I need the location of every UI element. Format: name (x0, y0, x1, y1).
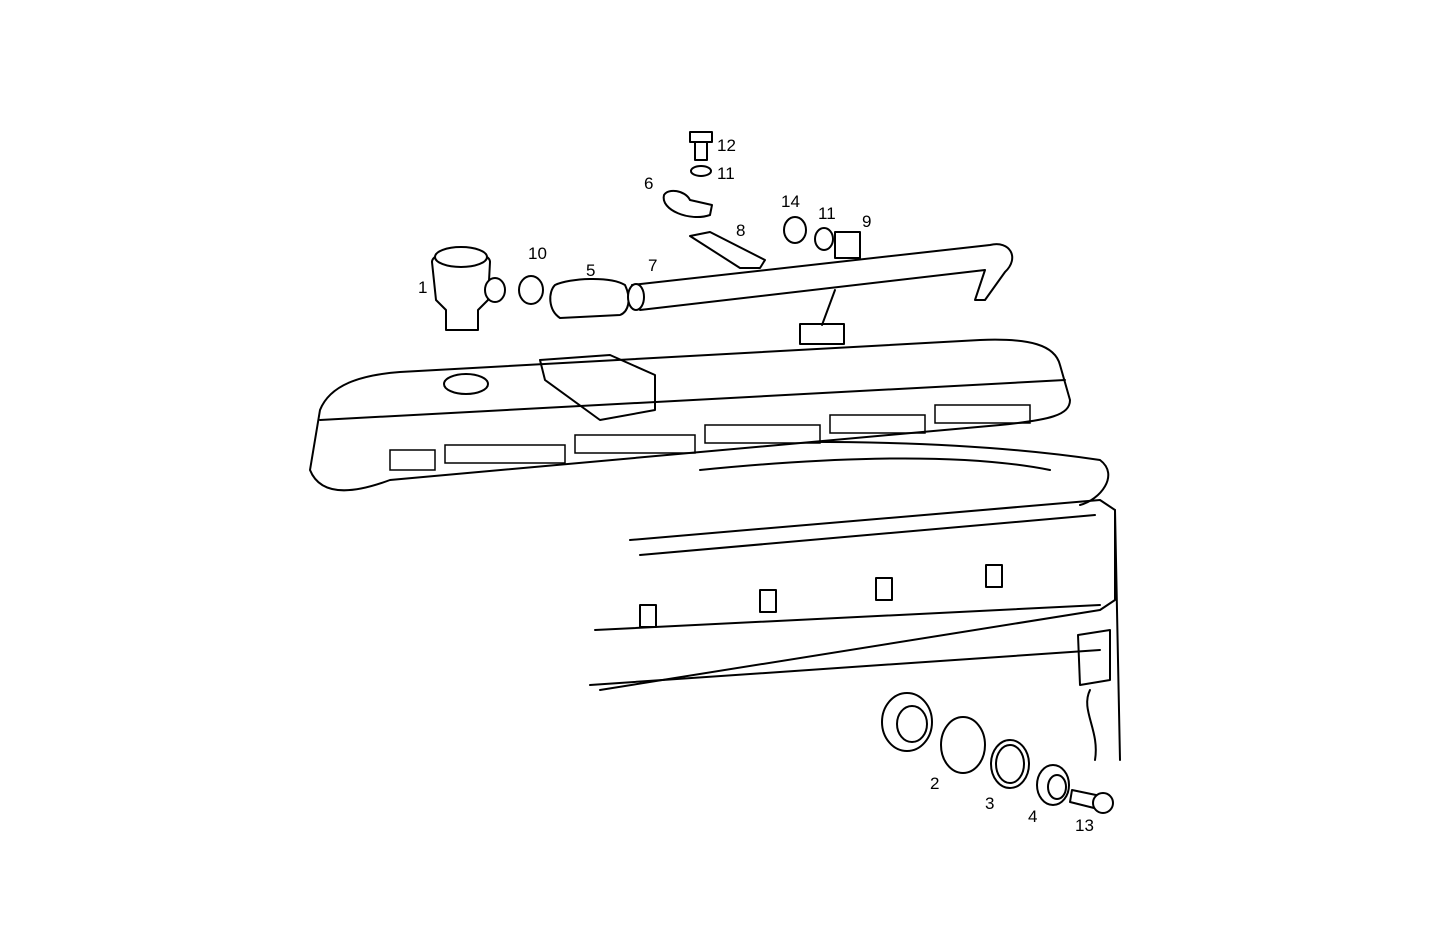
callout-9: 9 (862, 212, 872, 231)
callout-4: 4 (1028, 807, 1038, 826)
callout-14: 14 (781, 192, 800, 211)
bolt-12 (689, 131, 713, 161)
ring-3 (990, 739, 1030, 789)
callout-6: 6 (644, 174, 654, 193)
callout-12: 12 (717, 136, 736, 155)
seal-ring (881, 692, 933, 752)
disc-2 (940, 716, 986, 774)
callout-7: 7 (648, 256, 658, 275)
bracket (689, 231, 766, 269)
stud-bracket-9 (834, 231, 861, 259)
washer-11 (690, 165, 712, 177)
callout-3: 3 (985, 794, 995, 813)
pipe-clip (662, 189, 713, 219)
callout-8: 8 (736, 221, 746, 240)
callout-1: 1 (418, 278, 428, 297)
hose-clamp (518, 275, 544, 305)
grommet-4 (1036, 764, 1070, 806)
nut-14 (783, 216, 807, 244)
callout-11b: 11 (818, 204, 836, 223)
hose (549, 277, 630, 319)
engine-block (589, 499, 1121, 761)
callout-13: 13 (1075, 816, 1094, 835)
breather-pipe (627, 243, 1014, 326)
valve-cover (309, 323, 1071, 492)
washer-11b (814, 227, 834, 251)
breather-housing (431, 246, 506, 331)
bolt-13 (1069, 789, 1114, 814)
callout-11: 11 (717, 164, 735, 183)
callout-5: 5 (586, 261, 596, 280)
callout-2: 2 (930, 774, 940, 793)
callout-10: 10 (528, 244, 547, 263)
